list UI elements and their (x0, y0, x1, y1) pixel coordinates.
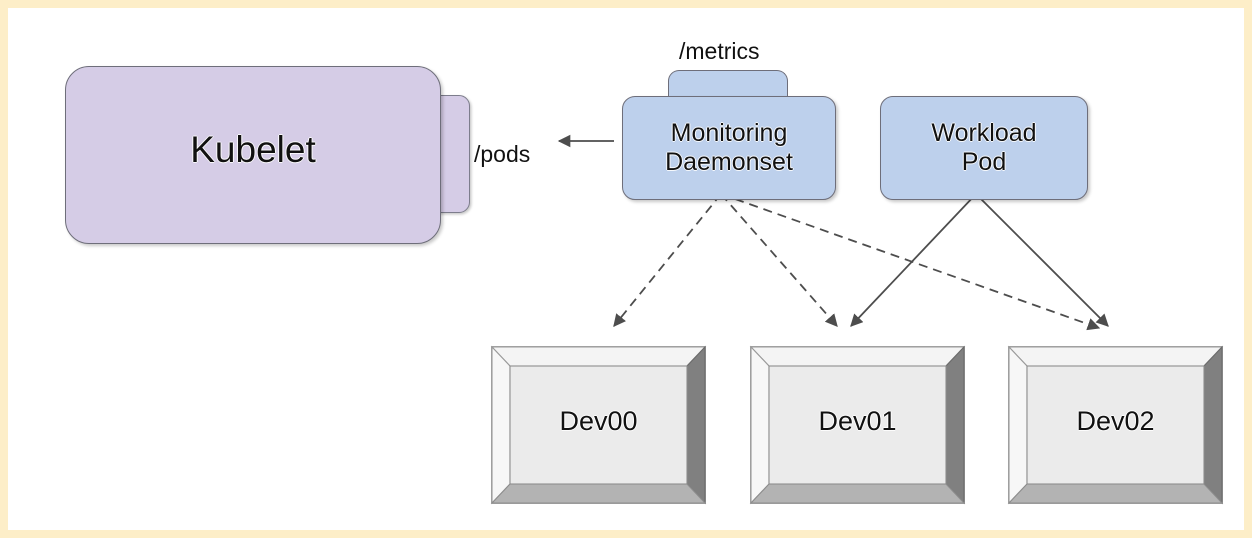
node-dev01[interactable]: Dev01 (749, 345, 966, 505)
dev00-bevel-frame (490, 345, 707, 505)
node-workload-pod[interactable]: Workload Pod (880, 96, 1088, 200)
node-kubelet[interactable]: Kubelet (65, 66, 441, 244)
dev02-bevel-frame (1007, 345, 1224, 505)
connector-layer (557, 134, 1109, 331)
edge-workload-to-dev02 (975, 193, 1109, 327)
node-workload-pod-label: Workload Pod (931, 119, 1037, 176)
diagram-surface: Kubelet /pods /metrics Monitoring Daemon… (8, 8, 1244, 530)
edge-workload-to-dev01 (850, 193, 977, 327)
node-monitoring-daemonset[interactable]: Monitoring Daemonset (622, 96, 836, 200)
node-kubelet-label: Kubelet (190, 129, 316, 170)
edge-mon-to-dev00 (613, 193, 722, 327)
metrics-endpoint-label: /metrics (679, 38, 760, 64)
pods-endpoint-label: /pods (474, 141, 531, 167)
node-dev02[interactable]: Dev02 (1007, 345, 1224, 505)
dev01-bevel-frame (749, 345, 966, 505)
node-monitoring-daemonset-label: Monitoring Daemonset (665, 119, 793, 176)
node-dev00[interactable]: Dev00 (490, 345, 707, 505)
edge-mon-to-dev02 (720, 193, 1101, 331)
